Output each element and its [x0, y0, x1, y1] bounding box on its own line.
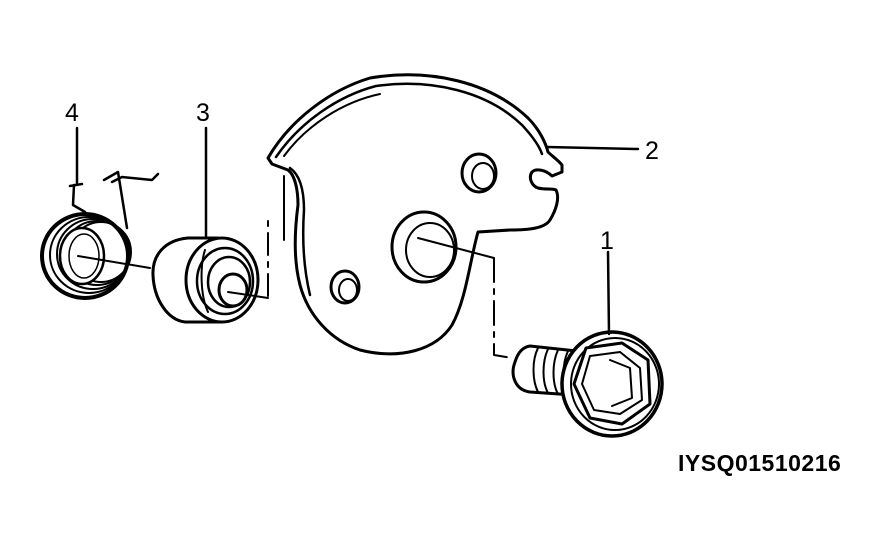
bushing — [151, 236, 260, 324]
assembly-centerline-b — [227, 291, 269, 299]
callout-part-4: 4 — [65, 99, 79, 127]
callout-part-3: 3 — [196, 99, 210, 127]
assembly-centerline-a — [77, 255, 151, 269]
assembly-centerline-c — [417, 237, 495, 259]
leader-line-2 — [545, 145, 640, 151]
figure-reference-code: IYSQ01510216 — [678, 450, 842, 476]
flange-bolt — [511, 330, 664, 438]
lever-plate — [266, 73, 564, 356]
leader-line-1 — [606, 250, 611, 336]
callout-part-1: 1 — [600, 227, 614, 255]
torsion-spring — [40, 170, 160, 300]
callout-part-2: 2 — [645, 137, 659, 165]
